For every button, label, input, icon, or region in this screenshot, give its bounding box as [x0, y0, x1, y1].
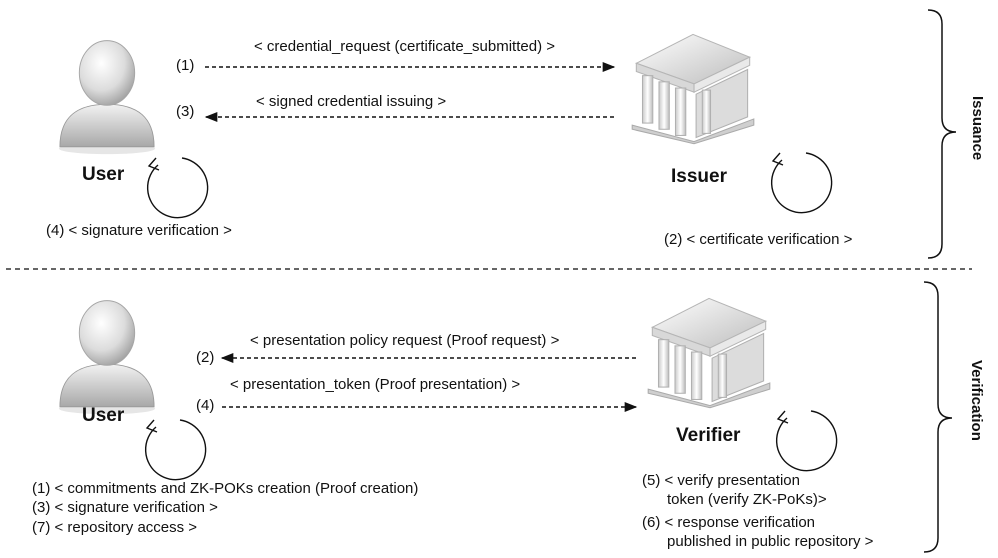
verifier-building-icon [647, 297, 771, 409]
loop-arrowhead [147, 157, 160, 171]
step1-number: (1) [176, 57, 195, 74]
user-icon [58, 40, 156, 155]
issuance-user-label: User [82, 164, 125, 185]
issuance-side-label: Issuance [969, 96, 986, 161]
user-icon [58, 300, 156, 415]
issuer-building-icon [631, 33, 755, 145]
user-loop-line-2: (3) < signature verification > [32, 499, 218, 516]
verification-user-label: User [82, 405, 125, 426]
step4-number: (4) [196, 397, 215, 414]
user-loop-line-3: (7) < repository access > [32, 519, 198, 536]
verifier-loop-step6: (6) < response verification published in… [642, 514, 874, 550]
loop-verifier-verification [775, 410, 838, 472]
issuance-brace [927, 9, 957, 259]
step4-message: < presentation_token (Proof presentation… [230, 376, 521, 393]
step2-message: < presentation policy request (Proof req… [250, 332, 560, 349]
step1-message: < credential_request (certificate_submit… [254, 38, 555, 55]
step2-number: (2) [196, 349, 215, 366]
loop-arrowhead [776, 410, 789, 424]
verification-brace [923, 281, 953, 553]
issuer-label: Issuer [671, 166, 727, 187]
step3-message: < signed credential issuing > [256, 93, 447, 110]
issuer-loop-label: (2) < certificate verification > [664, 231, 853, 248]
loop-issuer-certificate-verification [770, 152, 833, 214]
step3-number: (3) [176, 103, 195, 120]
verifier-loop-step5: (5) < verify presentation token (verify … [642, 472, 827, 508]
loop-user-proof-creation [144, 419, 207, 481]
loop-arrowhead [771, 152, 784, 166]
user-loop-label: (4) < signature verification > [46, 222, 232, 239]
verifier-label: Verifier [676, 425, 741, 446]
verification-side-label: Verification [968, 360, 985, 441]
loop-user-signature-verification [146, 157, 209, 219]
user-loop-line-1: (1) < commitments and ZK-POKs creation (… [32, 480, 419, 497]
loop-arrowhead [145, 419, 158, 433]
